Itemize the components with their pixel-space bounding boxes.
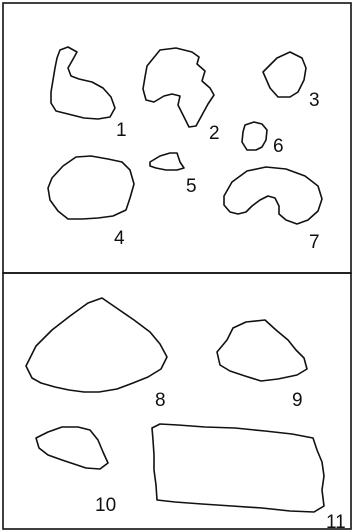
bottom-panel: 8 9 10 11 <box>26 298 346 532</box>
fragment-10-outline <box>36 427 108 469</box>
fragment-9-outline <box>217 320 307 381</box>
fragment-4-outline <box>48 156 134 219</box>
fragment-label-10: 10 <box>95 495 116 516</box>
fragment-label-5: 5 <box>186 176 197 197</box>
fragment-label-7: 7 <box>309 232 320 253</box>
top-panel-frame <box>3 3 351 273</box>
fragment-11-outline <box>152 424 324 512</box>
fragment-label-4: 4 <box>114 228 125 249</box>
fragment-3-outline <box>263 52 306 97</box>
fragment-6-outline <box>242 122 267 150</box>
top-panel: 1 2 3 6 5 4 7 <box>48 47 322 253</box>
fragment-label-1: 1 <box>116 120 127 141</box>
fragment-label-6: 6 <box>273 136 284 157</box>
fragment-1-outline <box>51 47 115 119</box>
fragment-7-outline <box>224 167 322 224</box>
fragment-8-outline <box>26 298 167 392</box>
fragment-label-8: 8 <box>155 390 166 411</box>
fragment-label-11: 11 <box>326 512 346 532</box>
fragment-label-9: 9 <box>292 390 303 411</box>
fragment-label-2: 2 <box>209 123 220 144</box>
fragment-label-3: 3 <box>309 90 320 111</box>
fragment-5-outline <box>150 153 184 170</box>
fragment-2-outline <box>143 48 214 127</box>
